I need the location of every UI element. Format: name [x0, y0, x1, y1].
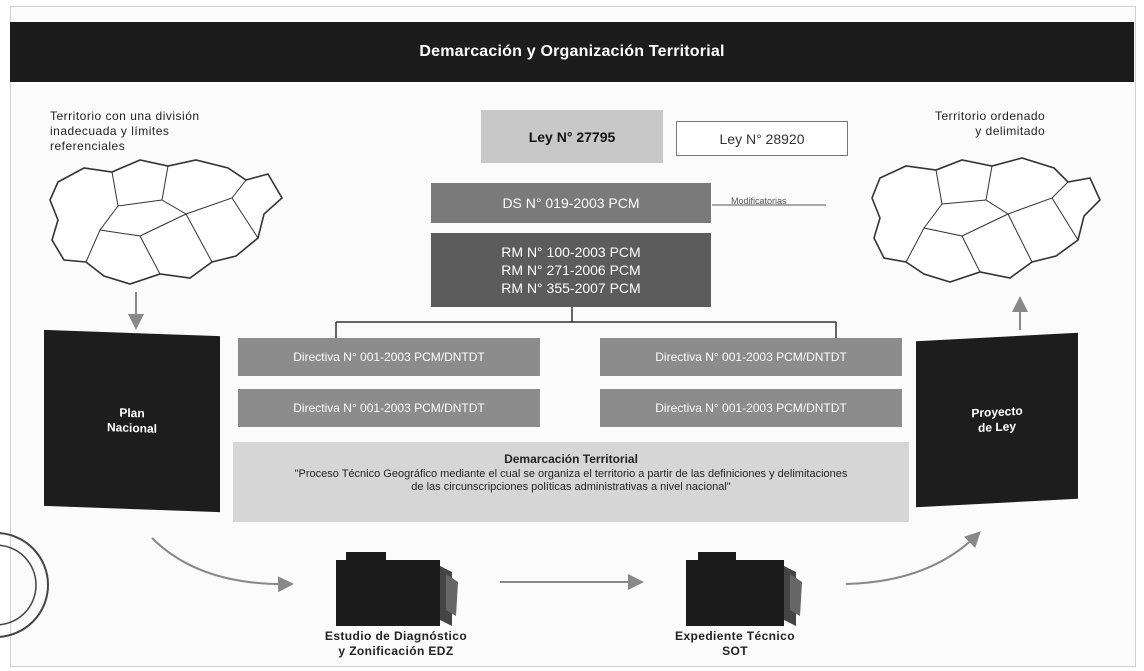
- ley-main-label: Ley N° 27795: [528, 128, 616, 145]
- definition-title: Demarcación Territorial: [504, 452, 638, 466]
- ley-secondary-box: Ley N° 28920: [676, 121, 848, 156]
- right-caption: Territorio ordenado y delimitado: [935, 109, 1046, 138]
- page-title: Demarcación y Organización Territorial: [419, 43, 725, 60]
- proyecto-de-ley-book: Proyecto de Ley: [916, 332, 1078, 508]
- plan-nacional-label: Plan Nacional: [106, 405, 157, 436]
- ley-main-box: Ley N° 27795: [481, 110, 663, 163]
- stamp-seal-icon: [0, 532, 49, 638]
- directive-left-top: Directiva N° 001-2003 PCM/DNTDT: [238, 338, 540, 376]
- rm-line-1: RM N° 100-2003 PCM: [501, 244, 641, 260]
- plan-nacional-book: Plan Nacional: [44, 329, 220, 513]
- directive-right-top-label: Directiva N° 001-2003 PCM/DNTDT: [655, 350, 847, 364]
- arrow-sot-to-proyecto: [845, 531, 981, 585]
- directive-left-top-label: Directiva N° 001-2003 PCM/DNTDT: [293, 350, 485, 364]
- ds-box: DS N° 019-2003 PCM: [431, 183, 711, 223]
- definition-panel: Demarcación Territorial "Proceso Técnico…: [233, 442, 909, 522]
- directive-right-bottom: Directiva N° 001-2003 PCM/DNTDT: [600, 389, 902, 427]
- title-banner: Demarcación y Organización Territorial: [10, 22, 1134, 82]
- edz-label: Estudio de Diagnóstico y Zonificación ED…: [324, 629, 468, 658]
- folder-sot-icon: [686, 552, 802, 626]
- definition-text: "Proceso Técnico Geográfico mediante el …: [294, 468, 848, 493]
- directive-left-bottom-label: Directiva N° 001-2003 PCM/DNTDT: [293, 401, 485, 415]
- map-right-icon: [871, 157, 1101, 283]
- proyecto-de-ley-label: Proyecto de Ley: [971, 403, 1023, 435]
- rm-box: RM N° 100-2003 PCM RM N° 271-2006 PCM RM…: [431, 233, 711, 307]
- directive-right-top: Directiva N° 001-2003 PCM/DNTDT: [600, 338, 902, 376]
- tree-connectors: [335, 307, 837, 338]
- rm-line-2: RM N° 271-2006 PCM: [501, 262, 641, 278]
- ley-secondary-label: Ley N° 28920: [719, 130, 805, 147]
- ds-label: DS N° 019-2003 PCM: [502, 195, 640, 211]
- directive-right-bottom-label: Directiva N° 001-2003 PCM/DNTDT: [655, 401, 847, 415]
- directive-left-bottom: Directiva N° 001-2003 PCM/DNTDT: [238, 389, 540, 427]
- sot-label: Expediente Técnico SOT: [675, 629, 795, 658]
- map-left-icon: [49, 159, 284, 285]
- left-caption: Territorio con una división inadecuada y…: [50, 109, 200, 153]
- folder-edz-icon: [336, 552, 458, 626]
- arrow-plan-to-edz: [151, 537, 294, 593]
- modificatorias-label: Modificatorias: [731, 196, 787, 206]
- rm-line-3: RM N° 355-2007 PCM: [501, 280, 641, 296]
